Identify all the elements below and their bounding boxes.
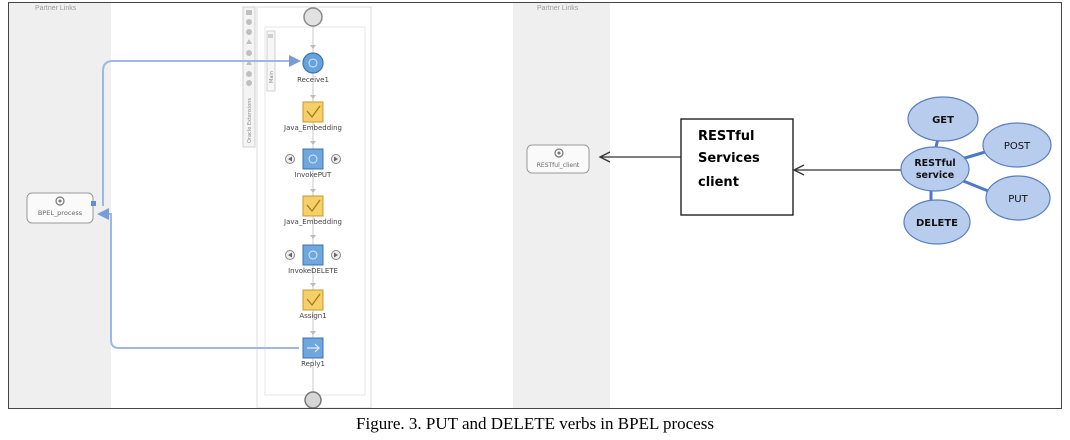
diagram-canvas: Oracle Extensions Main Receive1 Java_Emb… [26, 6, 1052, 408]
activity-label-invoke-delete: InvokeDELETE [288, 267, 338, 275]
bpel-process-label: BPEL_process [38, 209, 83, 217]
assign1-activity [302, 289, 324, 311]
client-box-line-1: RESTful [698, 129, 755, 144]
activity-label-assign1: Assign1 [299, 312, 326, 320]
restful-client-label: RESTful_client [537, 162, 580, 169]
service-center-line-1: RESTful [914, 158, 955, 169]
reply-connector [97, 208, 299, 349]
activity-label-receive1: Receive1 [297, 76, 329, 84]
left-partner-links-title: Partner Links [35, 5, 77, 12]
bpel-process-partner-link [26, 192, 94, 224]
scope-label: Main [269, 71, 275, 83]
verb-put-label: PUT [1008, 194, 1028, 205]
restful-client-partner-link [526, 144, 590, 174]
verb-delete-label: DELETE [916, 218, 958, 229]
java-embedding-2-activity [302, 195, 324, 217]
right-partner-links-title: Partner Links [537, 5, 579, 12]
right-partner-lane [513, 3, 610, 408]
activity-label-reply1: Reply1 [301, 360, 325, 368]
end-node [304, 391, 322, 408]
receive1-activity [302, 52, 324, 74]
restful-service-node [900, 146, 970, 192]
figure-frame: Partner Links Partner Links Oracle Ext [8, 2, 1062, 409]
java-embedding-1-activity [302, 101, 324, 123]
client-box-line-3: client [698, 175, 739, 190]
process-scope [256, 6, 372, 408]
restful-services-client-box [680, 118, 794, 216]
flow-arrows [310, 45, 316, 335]
service-center-line-2: service [916, 170, 954, 181]
component-palette-label: Oracle Extensions [247, 98, 253, 143]
get-node [907, 96, 979, 142]
client-box-line-2: Services [698, 151, 760, 166]
verb-post-label: POST [1004, 141, 1031, 152]
activity-label-java-embedding-2: Java_Embedding [283, 218, 342, 226]
invoke-delete-activity [302, 244, 324, 266]
start-node [303, 7, 323, 27]
invoke-put-activity [302, 148, 324, 170]
activity-label-invoke-put: InvokePUT [295, 171, 332, 179]
verb-get-label: GET [932, 115, 954, 126]
delete-node [903, 199, 971, 245]
activity-label-java-embedding-1: Java_Embedding [283, 124, 342, 132]
figure-caption: Figure. 3. PUT and DELETE verbs in BPEL … [356, 414, 714, 433]
palette-icons [246, 10, 252, 86]
post-node [982, 122, 1052, 168]
receive-connector [102, 55, 301, 206]
put-node [985, 175, 1051, 221]
